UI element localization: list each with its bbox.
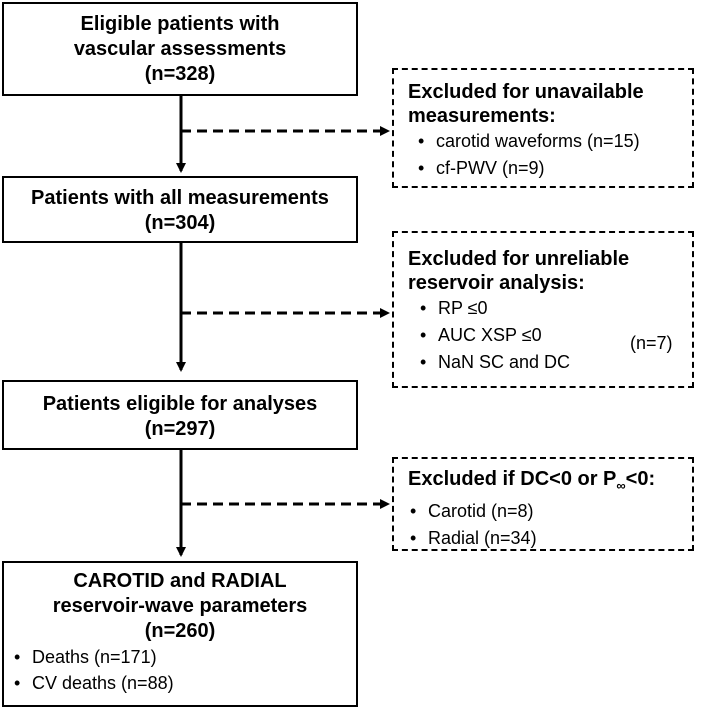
list-item: •NaN SC and DC	[408, 349, 692, 376]
list-item: •cf-PWV (n=9)	[408, 155, 692, 182]
bullet-icon: •	[420, 352, 427, 372]
final-count: (n=260)	[144, 620, 216, 642]
all-measurements-box: Patients with all measurements (n=304)	[2, 176, 358, 243]
exclusion-unavailable-title-2: measurements:	[408, 105, 556, 127]
eligible-analyses-line1: Patients eligible for analyses	[42, 393, 318, 415]
bullet-icon: •	[420, 298, 427, 318]
bullet-icon: •	[410, 528, 417, 548]
bullet-icon: •	[418, 131, 425, 151]
final-line2: reservoir-wave parameters	[52, 595, 308, 617]
eligible-patients-box: Eligible patients with vascular assessme…	[2, 2, 358, 96]
final-line1: CAROTID and RADIAL	[73, 570, 287, 592]
list-item: •AUC XSP ≤0	[408, 322, 692, 349]
eligible-count: (n=328)	[144, 63, 216, 85]
final-parameters-box: CAROTID and RADIAL reservoir-wave parame…	[2, 561, 358, 707]
list-item: •RP ≤0	[408, 295, 692, 322]
all-measurements-line1: Patients with all measurements	[31, 187, 329, 209]
list-item: •carotid waveforms (n=15)	[408, 128, 692, 155]
list-item: •Carotid (n=8)	[408, 498, 692, 525]
bullet-icon: •	[418, 158, 425, 178]
exclusion-negative-title: Excluded if DC<0 or P∞<0:	[408, 468, 656, 493]
eligible-line1: Eligible patients with	[80, 13, 280, 35]
bullet-icon: •	[410, 501, 417, 521]
bullet-icon: •	[420, 325, 427, 345]
eligible-analyses-box: Patients eligible for analyses (n=297)	[2, 380, 358, 450]
list-item: •CV deaths (n=88)	[14, 670, 356, 696]
exclusion-unavailable-title-1: Excluded for unavailable	[408, 81, 644, 103]
all-measurements-count: (n=304)	[144, 212, 216, 234]
exclusion-unreliable-title-2: reservoir analysis:	[408, 272, 585, 294]
eligible-line2: vascular assessments	[73, 38, 287, 60]
bullet-icon: •	[14, 673, 21, 693]
exclusion-unavailable-box: Excluded for unavailable measurements: •…	[392, 68, 694, 188]
outcome-list: •Deaths (n=171) •CV deaths (n=88)	[4, 644, 356, 696]
exclusion-negative-box: Excluded if DC<0 or P∞<0: •Carotid (n=8)…	[392, 457, 694, 551]
list-item: •Deaths (n=171)	[14, 644, 356, 670]
infinity-subscript: ∞	[616, 478, 626, 493]
bullet-icon: •	[14, 647, 21, 667]
exclusion-unreliable-box: Excluded for unreliable reservoir analys…	[392, 231, 694, 388]
unreliable-group-count: (n=7)	[630, 333, 673, 353]
exclusion-unreliable-title-1: Excluded for unreliable	[408, 248, 630, 270]
eligible-analyses-count: (n=297)	[144, 418, 216, 440]
list-item: •Radial (n=34)	[408, 525, 692, 552]
final-heading: CAROTID and RADIAL reservoir-wave parame…	[4, 569, 356, 644]
